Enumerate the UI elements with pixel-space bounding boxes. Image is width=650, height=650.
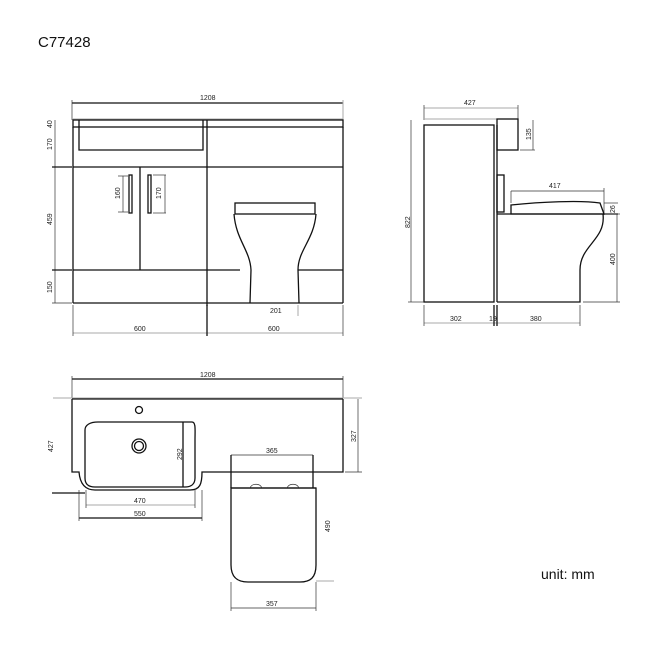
seat-height-dim: 26 — [610, 205, 617, 213]
height-170-dim: 170 — [47, 138, 54, 150]
front-view: 1208 160 170 — [47, 95, 344, 336]
height-40-dim: 40 — [47, 120, 54, 128]
toilet-height-dim: 400 — [610, 253, 617, 265]
basin-depth-plan-dim: 292 — [177, 448, 184, 460]
toilet-base-dim: 201 — [270, 308, 282, 315]
plan-width-dim: 1208 — [200, 372, 216, 379]
product-code: C77428 — [38, 34, 91, 51]
front-width-dim: 1208 — [200, 95, 216, 102]
side-view: 427 135 417 26 400 — [405, 100, 620, 326]
toilet-unit-depth-dim: 327 — [351, 430, 358, 442]
plan-depth-dim: 427 — [48, 440, 55, 452]
toilet-base-width-dim: 357 — [266, 601, 278, 608]
handle-right-dim: 170 — [156, 187, 163, 199]
basin-depth-dim: 135 — [526, 128, 533, 140]
toilet-section-width-dim: 600 — [268, 326, 280, 333]
side-depth-dim: 427 — [464, 100, 476, 107]
cabinet-width-dim: 600 — [134, 326, 146, 333]
basin-outer-width-dim: 550 — [134, 511, 146, 518]
cabinet-depth-dim: 302 — [450, 316, 462, 323]
gap-dim: 19 — [489, 316, 497, 323]
height-150-dim: 150 — [47, 281, 54, 293]
toilet-width-dim: 365 — [266, 448, 278, 455]
height-459-dim: 459 — [47, 213, 54, 225]
total-height-dim: 822 — [405, 216, 412, 228]
seat-length-dim: 417 — [549, 183, 561, 190]
unit-label: unit: mm — [541, 566, 595, 582]
plan-view: 1208 292 427 327 365 — [48, 372, 362, 611]
toilet-depth-dim: 380 — [530, 316, 542, 323]
handle-left-dim: 160 — [115, 187, 122, 199]
toilet-length-dim: 490 — [325, 520, 332, 532]
basin-inner-width-dim: 470 — [134, 498, 146, 505]
